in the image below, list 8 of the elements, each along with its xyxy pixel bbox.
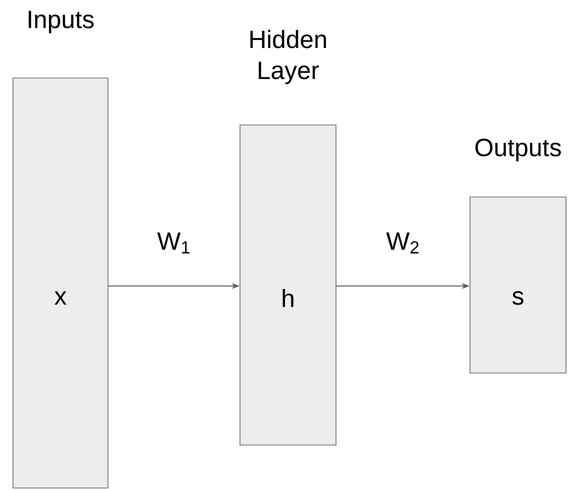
layer-heading: Inputs <box>28 10 94 34</box>
layer-label: h <box>282 288 294 308</box>
layer-heading: Outputs <box>475 138 561 162</box>
edge-label: W$_{1}$ <box>157 232 190 254</box>
layer-heading: Hidden Layer <box>250 30 326 84</box>
layer-label: s <box>512 291 524 305</box>
edge-label: W$_{2}$ <box>386 232 419 254</box>
layer-label: x <box>54 291 66 305</box>
